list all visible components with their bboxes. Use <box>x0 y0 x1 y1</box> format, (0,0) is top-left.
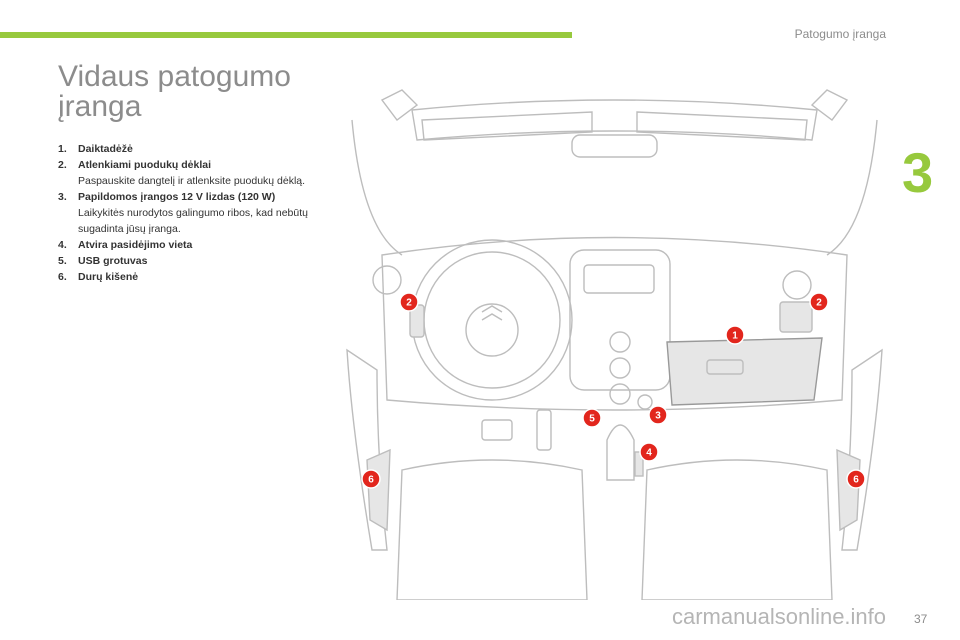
sun-visor-right <box>637 112 807 140</box>
feature-list: 1. Daiktadėžė 2. Atlenkiami puodukų dėklai… <box>58 141 314 285</box>
callout-label: 5 <box>589 414 595 425</box>
callout-4: 4 <box>640 443 658 461</box>
car-interior-illustration: 1 2 2 3 4 5 6 6 <box>342 80 887 600</box>
power-socket <box>638 395 652 409</box>
callout-2-right: 2 <box>810 293 828 311</box>
control-knob-2 <box>610 358 630 378</box>
item-description: Paspauskite dangtelį ir atlenksite puodu… <box>78 173 314 189</box>
callout-6-left: 6 <box>362 470 380 488</box>
steering-hub <box>466 304 518 356</box>
callout-2-left: 2 <box>400 293 418 311</box>
list-item: 4. Atvira pasidėjimo vieta <box>58 237 314 253</box>
list-item: 3. Papildomos įrangos 12 V lizdas (120 W)… <box>58 189 314 237</box>
pillar-right <box>827 120 877 255</box>
callout-label: 4 <box>646 448 652 459</box>
pedal <box>537 410 551 450</box>
watermark: carmanualsonline.info <box>672 604 886 630</box>
control-knob-1 <box>610 332 630 352</box>
item-number: 1. <box>58 141 67 157</box>
sun-visor-left <box>422 112 592 140</box>
center-display <box>584 265 654 293</box>
gear-shifter <box>607 425 634 480</box>
rear-view-mirror <box>572 135 657 157</box>
item-label: Papildomos įrangos 12 V lizdas (120 W) <box>78 189 314 205</box>
item-number: 6. <box>58 269 67 285</box>
chapter-color-bar <box>0 32 572 38</box>
callout-label: 6 <box>853 475 859 486</box>
callout-label: 3 <box>655 411 661 422</box>
pillar-left <box>352 120 402 255</box>
item-number: 4. <box>58 237 67 253</box>
item-number: 5. <box>58 253 67 269</box>
page-title: Vidaus patogumo įranga <box>58 62 291 122</box>
list-item: 6. Durų kišenė <box>58 269 314 285</box>
air-vent-left <box>373 266 401 294</box>
pedal <box>482 420 512 440</box>
windshield-frame <box>412 100 817 140</box>
steering-wheel-inner <box>424 252 560 388</box>
page-title-line1: Vidaus patogumo <box>58 62 291 92</box>
item-label: Daiktadėžė <box>78 141 314 157</box>
item-number: 2. <box>58 157 67 173</box>
citroen-logo <box>482 306 502 320</box>
control-knob-3 <box>610 384 630 404</box>
cup-holder-right <box>780 302 812 332</box>
door-pocket-left <box>367 450 390 530</box>
callout-label: 1 <box>732 331 738 342</box>
item-description: Laikykitės nurodytos galingumo ribos, ka… <box>78 205 314 237</box>
callout-5: 5 <box>583 409 601 427</box>
center-console <box>570 250 670 390</box>
page-number: 37 <box>914 612 927 626</box>
list-item: 1. Daiktadėžė <box>58 141 314 157</box>
callout-label: 2 <box>816 298 822 309</box>
chapter-number: 3 <box>902 140 933 205</box>
seat-right <box>642 460 832 600</box>
item-label: Atvira pasidėjimo vieta <box>78 237 314 253</box>
item-label: USB grotuvas <box>78 253 314 269</box>
list-item: 5. USB grotuvas <box>58 253 314 269</box>
section-title: Patogumo įranga <box>795 27 886 41</box>
item-number: 3. <box>58 189 67 205</box>
air-vent-right <box>783 271 811 299</box>
grab-handle-left <box>382 90 417 120</box>
grab-handle-right <box>812 90 847 120</box>
steering-wheel <box>412 240 572 400</box>
glove-box <box>667 338 822 405</box>
item-label: Durų kišenė <box>78 269 314 285</box>
callout-label: 2 <box>406 298 412 309</box>
item-label: Atlenkiami puodukų dėklai <box>78 157 314 173</box>
callout-6-right: 6 <box>847 470 865 488</box>
page-title-line2: įranga <box>58 92 291 122</box>
seat-left <box>397 460 587 600</box>
door-pocket-right <box>837 450 860 530</box>
callout-3: 3 <box>649 406 667 424</box>
callout-label: 6 <box>368 475 374 486</box>
callout-1: 1 <box>726 326 744 344</box>
